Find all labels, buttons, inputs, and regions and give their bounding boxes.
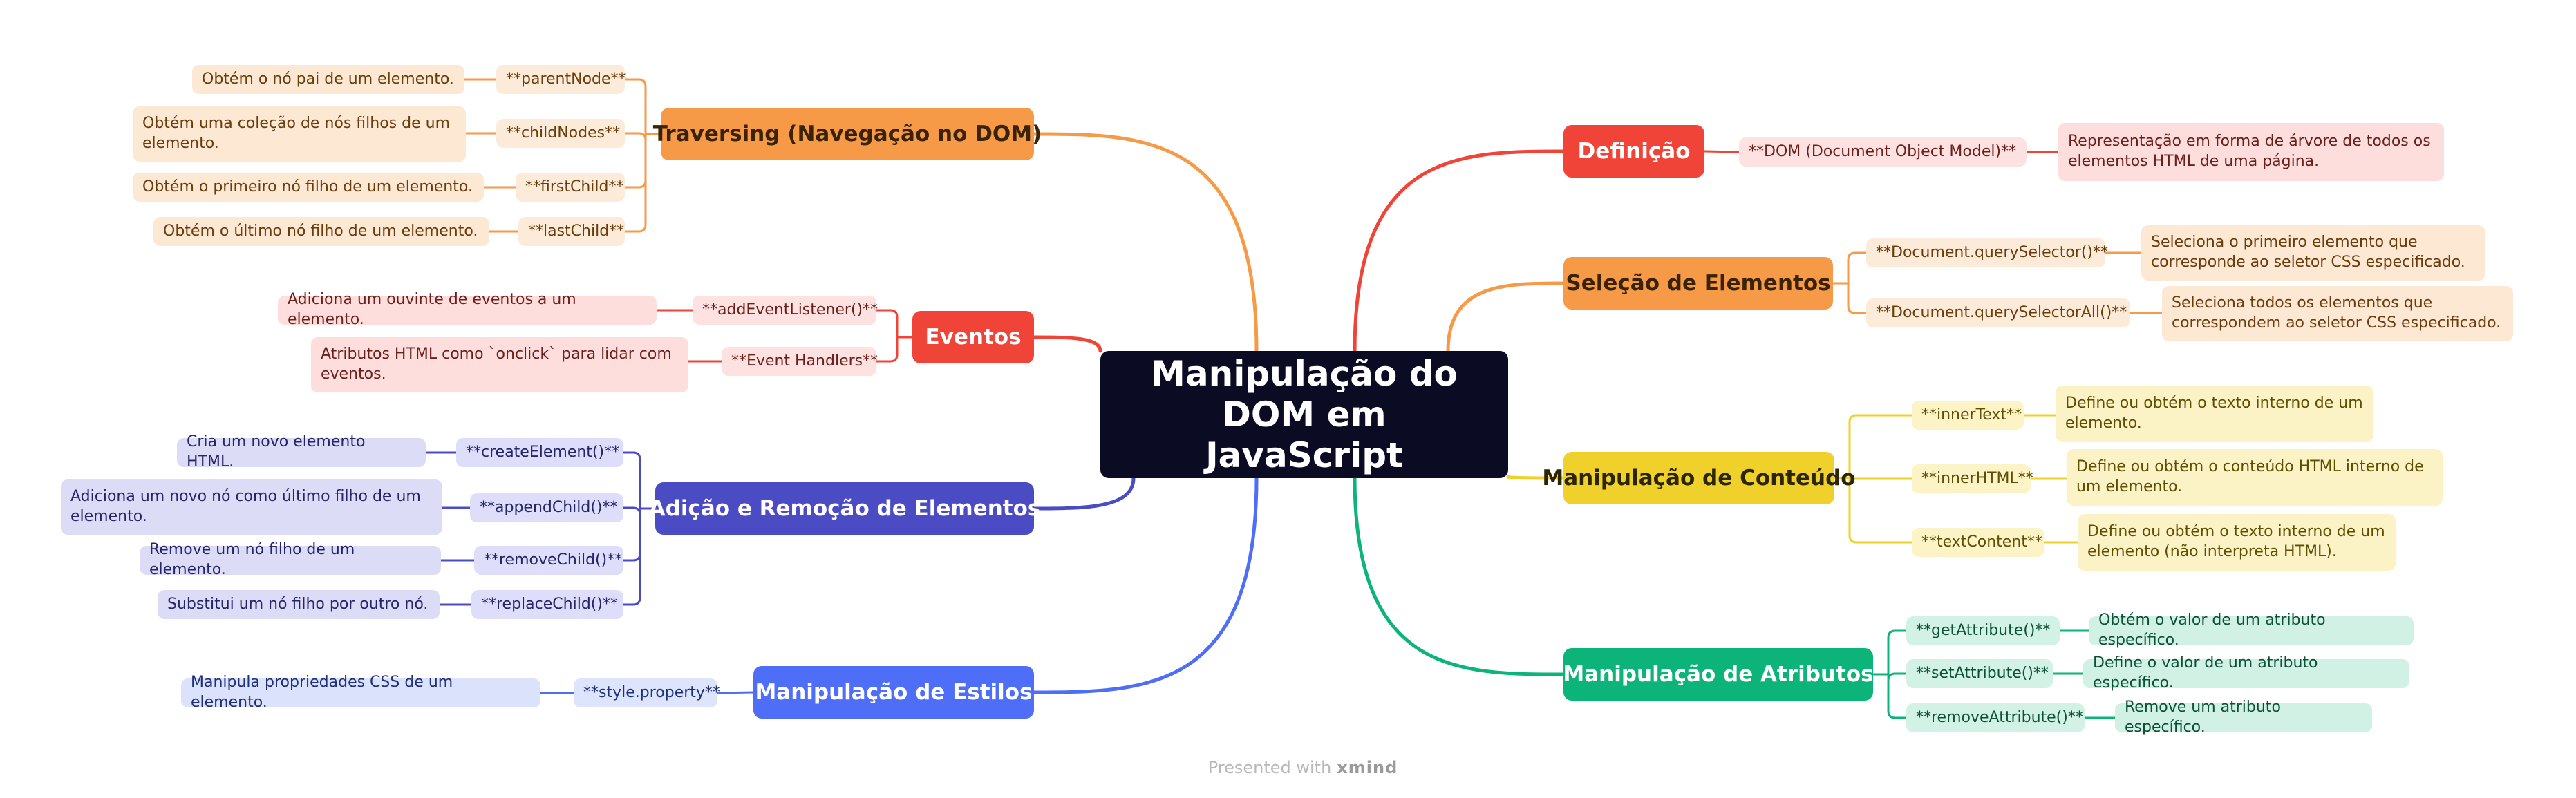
- subtopic-eventos-1[interactable]: **Event Handlers**: [722, 347, 878, 376]
- description-atributos-2[interactable]: Remove um atributo específico.: [2115, 699, 2372, 736]
- description-text: Atributos HTML como `onclick` para lidar…: [321, 345, 672, 383]
- link-central-eventos: [1032, 335, 1102, 353]
- link-selecao-sub-0: [1832, 251, 1868, 285]
- subtopic-adicao-0[interactable]: **createElement()**: [456, 438, 623, 467]
- branch-adicao[interactable]: Adição e Remoção de Elementos: [649, 482, 1040, 535]
- description-conteudo-1[interactable]: Define ou obtém o conteúdo HTML interno …: [2067, 449, 2443, 506]
- link-central-selecao: [1446, 281, 1566, 353]
- description-definicao-0[interactable]: Representação em forma de árvore de todo…: [2058, 123, 2444, 181]
- description-text: Obtém o primeiro nó filho de um elemento…: [142, 178, 473, 196]
- description-text: Define ou obtém o texto interno de um el…: [2087, 523, 2385, 560]
- link-central-adicao: [1032, 476, 1136, 511]
- subtopic-atributos-0[interactable]: **getAttribute()**: [1906, 616, 2060, 645]
- description-traversing-2[interactable]: Obtém o primeiro nó filho de um elemento…: [133, 173, 484, 202]
- link-adicao-sub-3: [622, 507, 657, 606]
- description-adicao-1[interactable]: Adiciona um novo nó como último filho de…: [61, 479, 442, 535]
- description-traversing-3[interactable]: Obtém o último nó filho de um elemento.: [153, 217, 489, 246]
- subtopic-conteudo-1[interactable]: **innerHTML**: [1912, 464, 2033, 493]
- link-conteudo-sub-2: [1833, 477, 1913, 544]
- link-eventos-sub-0: [875, 309, 914, 339]
- subtopic-conteudo-0[interactable]: **innerText**: [1912, 401, 2024, 430]
- subtopic-traversing-0[interactable]: **parentNode**: [496, 65, 626, 94]
- description-conteudo-0[interactable]: Define ou obtém o texto interno de um el…: [2056, 386, 2373, 442]
- link-conteudo-sub-1: [1833, 471, 1913, 480]
- description-text: Substitui um nó filho por outro nó.: [167, 595, 429, 613]
- subtopic-traversing-3[interactable]: **lastChild**: [518, 217, 625, 246]
- branch-conteudo[interactable]: Manipulação de Conteúdo: [1542, 452, 1856, 504]
- link-atributos-sub-2: [1872, 673, 1908, 719]
- link-central-conteudo: [1506, 475, 1566, 480]
- description-conteudo-2[interactable]: Define ou obtém o texto interno de um el…: [2078, 514, 2396, 571]
- description-text: Define ou obtém o texto interno de um el…: [2065, 395, 2363, 432]
- footer-watermark: Presented with xmind: [1196, 756, 1410, 779]
- subtopic-adicao-1[interactable]: **appendChild()**: [470, 493, 623, 522]
- description-text: Remove um atributo específico.: [2125, 699, 2281, 736]
- description-text: Seleciona o primeiro elemento que corres…: [2151, 234, 2465, 271]
- description-text: Adiciona um novo nó como último filho de…: [70, 488, 421, 525]
- link-atributos-sub-0: [1872, 629, 1908, 676]
- link-central-definicao: [1353, 149, 1566, 353]
- subtopic-traversing-2[interactable]: **firstChild**: [516, 173, 625, 202]
- subtopic-traversing-1[interactable]: **childNodes**: [496, 119, 625, 148]
- subtopic-selecao-1[interactable]: **Document.querySelectorAll()**: [1866, 298, 2130, 327]
- branch-traversing[interactable]: Traversing (Navegação no DOM): [653, 108, 1042, 160]
- subtopic-atributos-1[interactable]: **setAttribute()**: [1906, 659, 2053, 688]
- description-eventos-0[interactable]: Adiciona um ouvinte de eventos a um elem…: [278, 291, 657, 328]
- subtopic-eventos-0[interactable]: **addEventListener()**: [693, 296, 878, 325]
- link-definicao-sub-0: [1703, 150, 1740, 153]
- description-selecao-1[interactable]: Seleciona todos os elementos que corresp…: [2162, 286, 2513, 341]
- description-adicao-3[interactable]: Substitui um nó filho por outro nó.: [158, 590, 440, 619]
- link-traversing-sub-0: [623, 78, 662, 135]
- description-text: Remove um nó filho de um elemento.: [149, 541, 355, 578]
- link-central-estilos: [1032, 476, 1259, 694]
- description-text: Representação em forma de árvore de todo…: [2068, 133, 2431, 170]
- description-traversing-1[interactable]: Obtém uma coleção de nós filhos de um el…: [133, 106, 466, 162]
- subtopic-adicao-2[interactable]: **removeChild()**: [474, 546, 623, 575]
- description-atributos-0[interactable]: Obtém o valor de um atributo específico.: [2089, 611, 2414, 649]
- link-selecao-sub-1: [1832, 282, 1868, 314]
- branch-eventos[interactable]: Eventos: [912, 311, 1034, 363]
- description-eventos-1[interactable]: Atributos HTML como `onclick` para lidar…: [311, 337, 688, 392]
- description-text: Define o valor de um atributo específico…: [2093, 654, 2318, 692]
- link-estilos-sub-0: [716, 691, 755, 694]
- subtopic-conteudo-2[interactable]: **textContent**: [1912, 528, 2044, 557]
- link-traversing-sub-3: [623, 133, 662, 233]
- xmind-logo: xmind: [1337, 758, 1398, 777]
- subtopic-estilos-0[interactable]: **style.property**: [574, 678, 720, 707]
- description-adicao-0[interactable]: Cria um novo elemento HTML.: [177, 433, 426, 471]
- subtopic-atributos-2[interactable]: **removeAttribute()**: [1906, 703, 2085, 732]
- link-central-atributos: [1353, 476, 1566, 676]
- central-topic[interactable]: Manipulação do DOM em JavaScript: [1100, 351, 1508, 478]
- description-text: Obtém o valor de um atributo específico.: [2098, 611, 2326, 649]
- description-text: Adiciona um ouvinte de eventos a um elem…: [288, 291, 576, 328]
- link-eventos-sub-1: [875, 336, 914, 363]
- description-text: Cria um novo elemento HTML.: [187, 433, 366, 471]
- branch-definicao[interactable]: Definição: [1563, 125, 1704, 178]
- description-text: Obtém uma coleção de nós filhos de um el…: [142, 115, 450, 152]
- subtopic-definicao-0[interactable]: **DOM (Document Object Model)**: [1739, 137, 2027, 167]
- branch-atributos[interactable]: Manipulação de Atributos: [1563, 648, 1874, 701]
- description-traversing-0[interactable]: Obtém o nó pai de um elemento.: [192, 65, 464, 94]
- description-atributos-1[interactable]: Define o valor de um atributo específico…: [2083, 654, 2409, 692]
- subtopic-selecao-0[interactable]: **Document.querySelector()**: [1866, 238, 2108, 267]
- footer-prefix: Presented with: [1207, 758, 1332, 777]
- description-text: Define ou obtém o conteúdo HTML interno …: [2076, 458, 2424, 495]
- description-text: Obtém o último nó filho de um elemento.: [163, 222, 478, 240]
- link-central-traversing: [1032, 132, 1259, 353]
- branch-estilos[interactable]: Manipulação de Estilos: [753, 666, 1034, 719]
- branch-selecao[interactable]: Seleção de Elementos: [1563, 257, 1833, 310]
- link-conteudo-sub-0: [1833, 414, 1913, 479]
- description-text: Seleciona todos os elementos que corresp…: [2172, 294, 2501, 332]
- link-adicao-sub-0: [622, 451, 657, 510]
- description-estilos-0[interactable]: Manipula propriedades CSS de um elemento…: [181, 674, 540, 711]
- description-selecao-0[interactable]: Seleciona o primeiro elemento que corres…: [2141, 225, 2485, 281]
- subtopic-adicao-3[interactable]: **replaceChild()**: [471, 590, 623, 619]
- description-text: Manipula propriedades CSS de um elemento…: [191, 674, 453, 711]
- description-text: Obtém o nó pai de um elemento.: [202, 70, 454, 88]
- description-adicao-2[interactable]: Remove um nó filho de um elemento.: [140, 541, 441, 578]
